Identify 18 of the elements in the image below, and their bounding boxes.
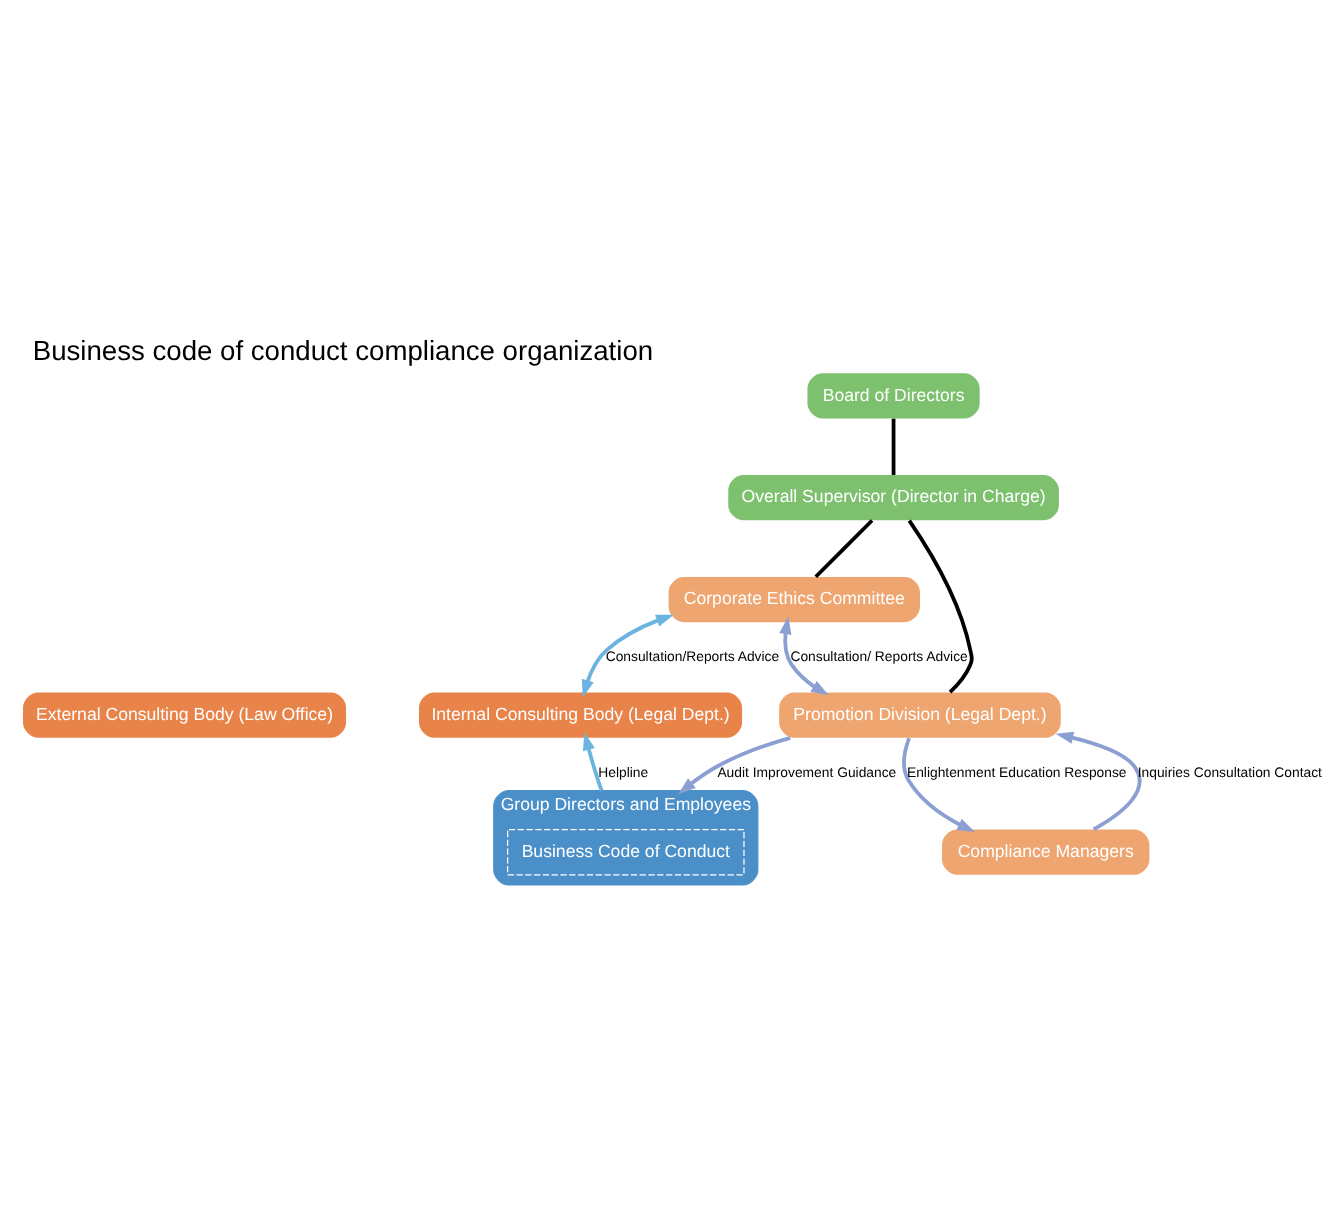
node-box: Overall Supervisor (Director in Charge) bbox=[728, 475, 1059, 521]
node-box: Corporate Ethics Committee bbox=[668, 576, 920, 623]
arrow bbox=[582, 732, 604, 792]
arrow bbox=[1055, 731, 1142, 831]
node-box: Promotion Division (Legal Dept.) bbox=[779, 692, 1061, 738]
arrow bbox=[779, 616, 829, 696]
diagram-title: Business code of conduct compliance organization bbox=[32, 334, 654, 367]
arrow bbox=[678, 736, 791, 795]
arrow bbox=[902, 737, 975, 832]
arrow bbox=[581, 614, 674, 698]
node-box: Compliance Managers bbox=[941, 829, 1150, 875]
node-box: Internal Consulting Body (Legal Dept.) bbox=[419, 692, 743, 738]
node-box: Business Code of Conduct bbox=[507, 828, 745, 876]
node-box: External Consulting Body (Law Office) bbox=[23, 692, 347, 738]
node-box: Board of Directors bbox=[807, 373, 980, 419]
connector bbox=[907, 519, 974, 694]
connector bbox=[891, 418, 896, 475]
connector bbox=[814, 519, 874, 579]
